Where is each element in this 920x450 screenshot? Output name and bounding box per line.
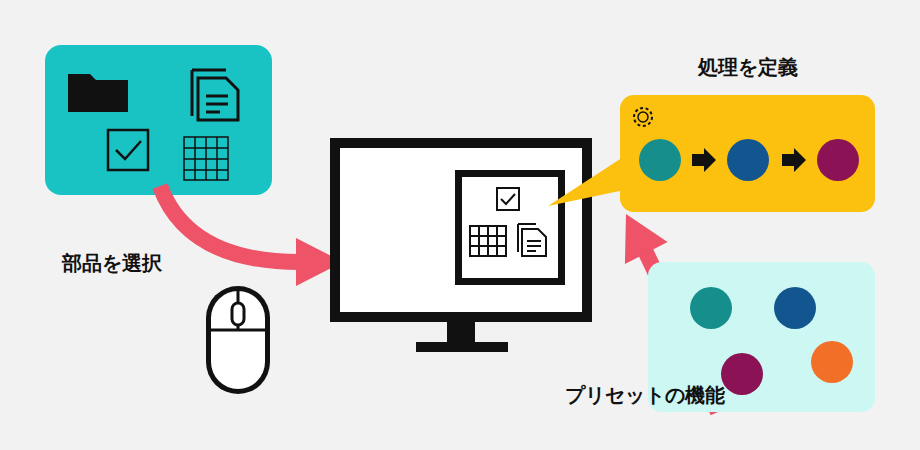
component-panel [45,45,272,195]
folder-icon [68,74,128,112]
preset-circle [690,287,732,329]
select-arrow [160,186,300,262]
table-icon [184,137,228,180]
panel-heading: 処理を定義 [698,54,798,81]
step-label: 部品を選択 [62,250,162,277]
preset-circle [817,139,859,181]
gear-icon [634,108,652,126]
preset-circle [727,139,769,181]
flow-arrow [782,148,806,172]
process-panel: 処理を定義 [620,95,875,212]
panel-art [620,95,875,212]
preset-panel: プリセットの機能 [648,262,875,412]
mouse-icon [206,286,270,394]
checkbox-icon [108,130,148,170]
preset-circle [811,341,853,383]
flow-arrow [692,148,716,172]
document-icon [192,70,238,120]
monitor [330,138,592,352]
preset-circle [639,139,681,181]
panel-caption: プリセットの機能 [565,382,725,409]
preset-circle [721,353,763,395]
preset-circle [774,287,816,329]
